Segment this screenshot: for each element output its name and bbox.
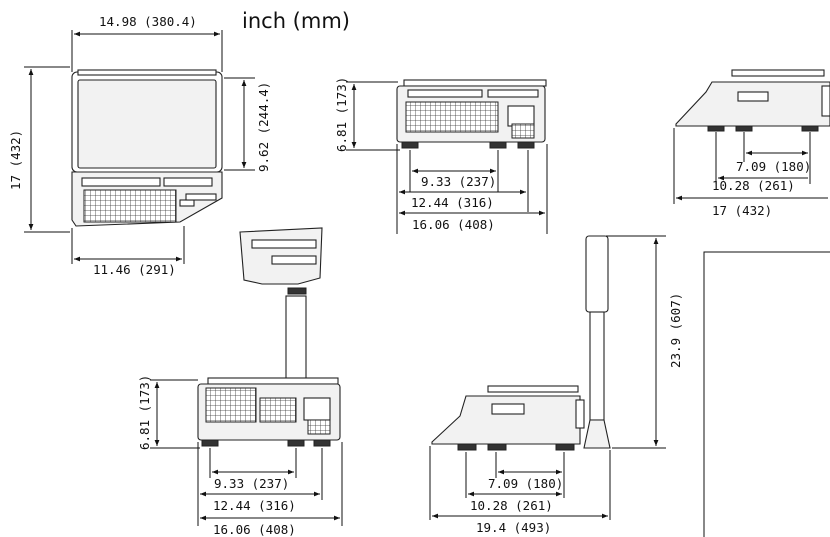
dim-top-height: 17 (432): [8, 130, 23, 190]
dim-pole-front-feet-span: 9.33 (237): [214, 476, 289, 491]
dim-pole-side-overall-depth: 19.4 (493): [476, 520, 551, 535]
dim-top-depth: 9.62 (244.4): [256, 82, 271, 172]
dim-pole-front-height: 6.81 (173): [137, 375, 152, 450]
front-view: [396, 79, 547, 149]
side-view: [675, 69, 830, 132]
dim-top-width: 14.98 (380.4): [99, 14, 197, 29]
dim-top-base-width: 11.46 (291): [93, 262, 176, 277]
dim-front-height: 6.81 (173): [334, 77, 349, 152]
clipped-frame: [703, 251, 830, 537]
dim-side-base-depth: 10.28 (261): [712, 178, 795, 193]
dim-front-body-width: 12.44 (316): [411, 195, 494, 210]
pole-front-view: [197, 227, 341, 447]
dim-pole-front-overall-width: 16.06 (408): [213, 522, 296, 537]
dim-pole-side-total-height: 23.9 (607): [668, 293, 683, 368]
dim-front-overall-width: 16.06 (408): [412, 217, 495, 232]
unit-label: inch (mm): [242, 9, 350, 33]
dim-front-feet-span: 9.33 (237): [421, 174, 496, 189]
pole-side-view: [431, 235, 611, 451]
dim-side-feet-span: 7.09 (180): [736, 159, 811, 174]
dim-side-overall-depth: 17 (432): [712, 203, 772, 218]
dim-pole-side-feet-span: 7.09 (180): [488, 476, 563, 491]
top-view: [71, 69, 223, 227]
dim-pole-front-body-width: 12.44 (316): [213, 498, 296, 513]
dim-pole-side-base-depth: 10.28 (261): [470, 498, 553, 513]
